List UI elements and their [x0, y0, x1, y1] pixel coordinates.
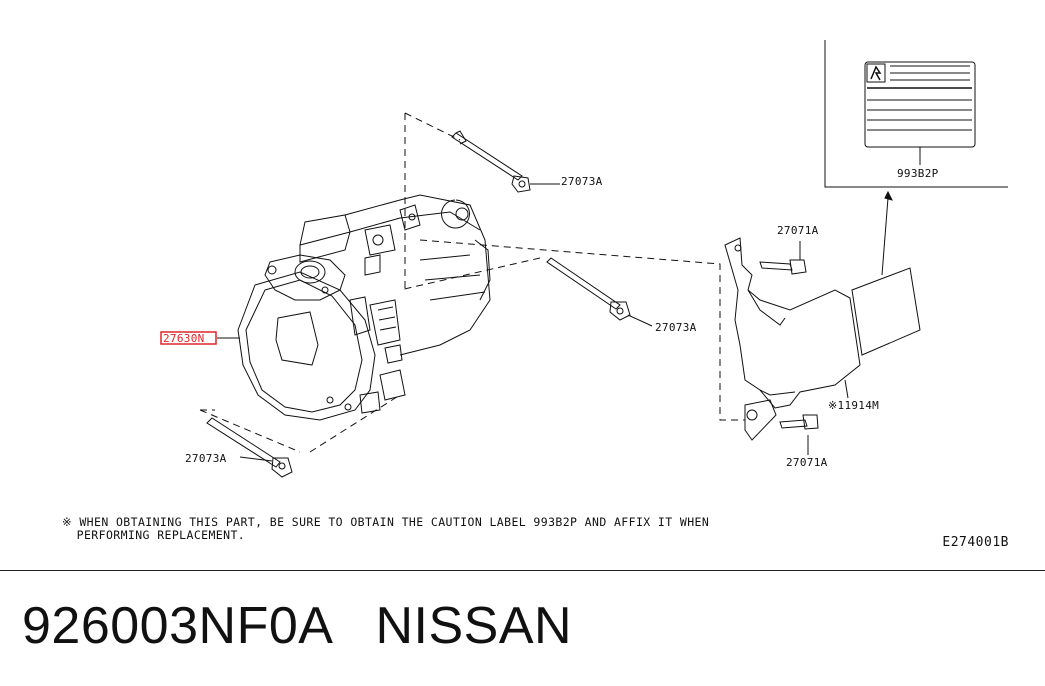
compressor-assembly [217, 194, 491, 421]
parts-diagram: 27630N 27073A 27073A 27073A 27071A 27071… [160, 40, 1008, 478]
highlighted-callout-box[interactable] [160, 331, 217, 345]
callout-993b2p[interactable]: 993B2P [897, 167, 939, 180]
assembly-lines [199, 112, 745, 453]
bolt-27073a-low [206, 417, 293, 478]
caution-note: ※ WHEN OBTAINING THIS PART, BE SURE TO O… [62, 516, 709, 542]
footer-divider [0, 570, 1045, 571]
brand-name: NISSAN [375, 597, 573, 655]
label-inset [824, 40, 1008, 188]
callout-11914m[interactable]: ※11914M [828, 399, 879, 412]
footer: 926003NF0A NISSAN [22, 596, 572, 656]
callout-27073a-top[interactable]: 27073A [561, 175, 603, 188]
diagram-reference-code: E274001B [942, 535, 1009, 550]
callout-27073a-mid[interactable]: 27073A [655, 321, 697, 334]
callout-27073a-low[interactable]: 27073A [185, 452, 227, 465]
note-line-2: PERFORMING REPLACEMENT. [62, 528, 246, 542]
note-line-1: ※ WHEN OBTAINING THIS PART, BE SURE TO O… [62, 515, 710, 529]
bolt-27071a-low [779, 414, 819, 455]
bolt-27073a-mid [546, 257, 653, 327]
callout-27071a-low[interactable]: 27071A [786, 456, 828, 469]
callout-27630n[interactable]: 27630N [163, 332, 205, 345]
part-number: 926003NF0A [22, 597, 334, 655]
callout-27071a-top[interactable]: 27071A [777, 224, 819, 237]
bolt-27071a-top [759, 241, 807, 275]
caution-label-part [851, 190, 921, 356]
bolt-27073a-top [451, 130, 560, 193]
bracket-11914m [724, 237, 861, 441]
